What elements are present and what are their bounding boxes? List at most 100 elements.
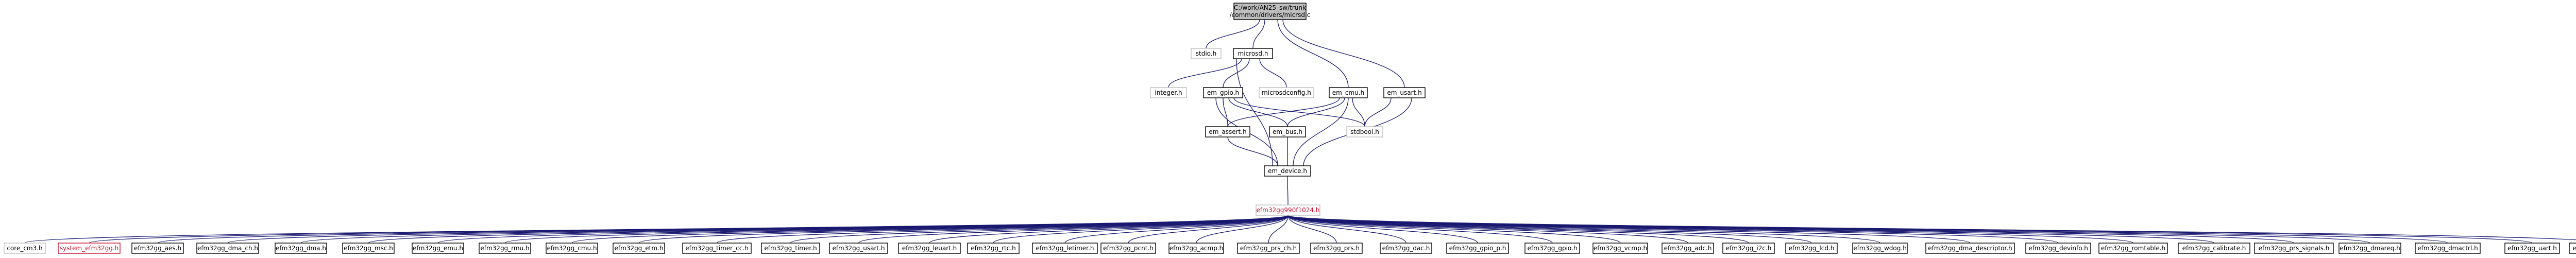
leaf-node-label: efm32gg_usart.h [832,245,885,252]
node-microsd-h-label: microsd.h [1238,50,1268,57]
dependency-edge [1223,58,1250,88]
leaf-node-efm32gg-dma-ch-h[interactable]: efm32gg_dma_ch.h [196,243,259,254]
leaf-node-label: efm32gg_letimer.h [1036,245,1094,252]
leaf-node-label: efm32gg_acmp.h [1170,245,1223,252]
leaf-node-label: efm32gg_dmareq.h [2340,245,2400,252]
dependency-edge [1259,58,1287,88]
leaf-node-efm32gg-vcmp-h[interactable]: efm32gg_vcmp.h [1592,243,1648,254]
leaf-node-label: efm32gg_msc.h [344,245,393,252]
leaf-node-efm32gg-dmactrl-h[interactable]: efm32gg_dmactrl.h [2415,243,2481,254]
leaf-node-efm32gg-gpio-p-h[interactable]: efm32gg_gpio_p.h [1446,243,1509,254]
leaf-node-label: efm32gg_romtable.h [2101,245,2165,252]
leaf-node-label: efm32gg_i2c.h [1726,245,1772,252]
node-stdio-h[interactable]: stdio.h [1191,48,1222,59]
leaf-node-label: efm32gg_gpio_p.h [1449,245,1506,252]
leaf-node-efm32gg-dac-h[interactable]: efm32gg_dac.h [1380,243,1432,254]
leaf-node-efm32gg-lcd-h[interactable]: efm32gg_lcd.h [1785,243,1838,254]
node-em-bus-h[interactable]: em_bus.h [1269,126,1306,137]
leaf-node-label: efm32gg_dmactrl.h [2417,245,2478,252]
dependency-edge [1277,19,1349,88]
leaf-node-label: core_cm3.h [7,245,42,252]
edge-to-leaf [929,215,1289,244]
leaf-node-efm32gg-uart-h[interactable]: efm32gg_uart.h [2504,243,2560,254]
node-em-device-h[interactable]: em_device.h [1264,165,1311,177]
node-em-cmu-h[interactable]: em_cmu.h [1329,87,1368,98]
leaf-node-label: system_efm32gg.h [60,245,119,252]
leaf-node-system-efm32gg-h[interactable]: system_efm32gg.h [58,243,121,254]
edge-to-leaf [1287,215,1553,244]
leaf-node-efm32gg-timer-h[interactable]: efm32gg_timer.h [761,243,820,254]
leaf-node-label: efm32gg_dma.h [276,245,326,252]
leaf-node-efm32gg-aes-h[interactable]: efm32gg_aes.h [131,243,184,254]
node-stdbool-h[interactable]: stdbool.h [1346,126,1383,137]
edge-to-leaf [1287,215,1337,244]
leaf-node-efm32gg-romtable-h[interactable]: efm32gg_romtable.h [2098,243,2168,254]
node-em-assert-h[interactable]: em_assert.h [1205,126,1250,137]
node-stdbool-h-label: stdbool.h [1350,128,1379,135]
node-em-gpio-h-label: em_gpio.h [1207,89,1239,96]
leaf-node-label: efm32gg_timer_cc.h [685,245,748,252]
edge-to-leaf [437,215,1289,244]
leaf-node-efm32gg-pcnt-h[interactable]: efm32gg_pcnt.h [1100,243,1156,254]
leaf-node-efm32gg-prs-h[interactable]: efm32gg_prs.h [1310,243,1363,254]
leaf-node-efm32gg-emu-h[interactable]: efm32gg_emu.h [412,243,464,254]
leaf-node-efm32gg-prs-signals-h[interactable]: efm32gg_prs_signals.h [2254,243,2334,254]
edge-to-leaf [1287,215,1478,244]
dependency-edge [1223,97,1228,127]
node-em-usart-h-label: em_usart.h [1387,89,1421,96]
leaf-node-efm32gg-cmu-h[interactable]: efm32gg_cmu.h [546,243,598,254]
leaf-node-label: efm32gg_dma_descriptor.h [1928,245,2012,252]
leaf-node-efm32gg-etm-h[interactable]: efm32gg_etm.h [613,243,665,254]
dependency-edge [1236,58,1273,166]
leaf-node-efm32gg-adc-h[interactable]: efm32gg_adc.h [1662,243,1714,254]
edge-to-leaf [504,215,1289,244]
leaf-node-efm32gg-dma-descriptor-h[interactable]: efm32gg_dma_descriptor.h [1925,243,2015,254]
leaf-node-label: efm32gg_emu.h [413,245,463,252]
dependency-edge [1252,19,1265,49]
leaf-node-efm32gg-letimer-h[interactable]: efm32gg_letimer.h [1032,243,1098,254]
node-efm32gg990f1024-h-label: efm32gg990f1024.h [1257,207,1320,214]
node-efm32gg990f1024-h[interactable]: efm32gg990f1024.h [1256,204,1320,216]
node-integer-h[interactable]: integer.h [1150,87,1187,98]
leaf-node-efm32gg-calibrate-h[interactable]: efm32gg_calibrate.h [2178,243,2250,254]
edge-to-leaf [790,215,1289,244]
leaf-node-efm32gg-dmareq-h[interactable]: efm32gg_dmareq.h [2338,243,2401,254]
leaf-node-efm32gg-prs-ch-h[interactable]: efm32gg_prs_ch.h [1237,243,1300,254]
leaf-node-core-cm3-h[interactable]: core_cm3.h [4,243,46,254]
leaf-node-label: efm32gg_aes.h [134,245,181,252]
leaf-node-label: efm32gg_etm.h [615,245,664,252]
dependency-edge [1364,97,1392,127]
edge-to-leaf [1287,215,1406,244]
edge-to-leaf [1287,215,1812,244]
node-microsd-h[interactable]: microsd.h [1233,48,1273,59]
leaf-node-efm32gg-rmu-h[interactable]: efm32gg_rmu.h [479,243,531,254]
node-em-bus-h-label: em_bus.h [1273,128,1302,135]
leaf-node-efm32gg-rtc-h[interactable]: efm32gg_rtc.h [967,243,1020,254]
leaf-node-efm32gg-acmp-h[interactable]: efm32gg_acmp.h [1168,243,1224,254]
node-em-usart-h[interactable]: em_usart.h [1383,87,1426,98]
dependency-edge [1293,97,1349,166]
node-em-device-h-label: em_device.h [1268,167,1307,175]
leaf-node-efm32gg-msc-h[interactable]: efm32gg_msc.h [342,243,395,254]
leaf-node-efm32gg-leuart-h[interactable]: efm32gg_leuart.h [898,243,961,254]
leaf-node-efm32gg-timer-cc-h[interactable]: efm32gg_timer_cc.h [682,243,752,254]
leaf-node-efm32gg-i2c-h[interactable]: efm32gg_i2c.h [1722,243,1775,254]
leaf-node-efm32gg-usart-h[interactable]: efm32gg_usart.h [829,243,888,254]
leaf-node-efm32gg-devinfo-h[interactable]: efm32gg_devinfo.h [2025,243,2091,254]
node-stdio-h-label: stdio.h [1196,50,1216,57]
dependency-edges [24,19,2576,244]
edge-to-leaf [1064,215,1289,244]
root-node[interactable]: C:/work/AN25_sw/trunk /common/drivers/mi… [1230,3,1311,20]
leaf-node-efm32gg-af-pins-h[interactable]: efm32gg_af_pins.h [2569,243,2576,254]
leaf-node-efm32gg-gpio-h[interactable]: efm32gg_gpio.h [1524,243,1580,254]
leaf-node-efm32gg-wdog-h[interactable]: efm32gg_wdog.h [1852,243,1908,254]
leaf-node-label: efm32gg_rmu.h [480,245,529,252]
node-integer-h-label: integer.h [1155,89,1182,96]
dependency-edge [1352,97,1365,127]
node-em-gpio-h[interactable]: em_gpio.h [1203,87,1243,98]
leaf-node-label: efm32gg_devinfo.h [2028,245,2088,252]
leaf-node-efm32gg-dma-h[interactable]: efm32gg_dma.h [275,243,327,254]
node-microsdconfig-h[interactable]: microsdconfig.h [1259,87,1314,98]
dependency-edge [1282,19,1405,88]
